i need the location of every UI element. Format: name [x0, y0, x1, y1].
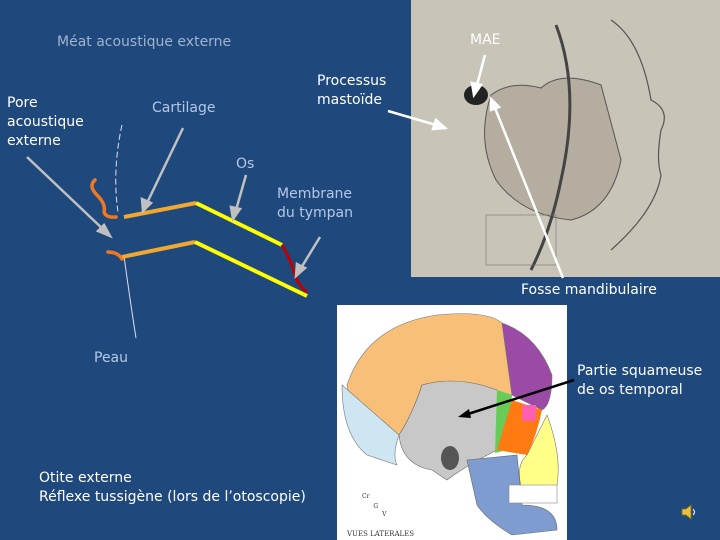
- orientation-g: G: [373, 503, 379, 510]
- mae-label: MAE: [470, 32, 501, 48]
- pore-label: Pore acoustique externe: [7, 95, 84, 149]
- tympanic-membrane: [280, 244, 308, 294]
- skull-lateral-view: Cr G V VUES LATERALES: [337, 305, 567, 540]
- membrane-arrow: [299, 236, 322, 269]
- bone-top: [195, 201, 283, 247]
- membrane-label: Membrane du tympan: [277, 186, 353, 221]
- anatomical-drawing-photo: [411, 0, 720, 277]
- skin-line-top: [115, 124, 123, 213]
- orientation-cr: Cr: [362, 493, 370, 500]
- peau-label: Peau: [94, 350, 129, 366]
- processus-label: Processus mastoïde: [317, 73, 387, 108]
- bone-bottom: [194, 240, 308, 298]
- pore-arrow: [26, 156, 107, 233]
- os-label: Os: [236, 156, 255, 172]
- fosse-label: Fosse mandibulaire: [521, 282, 657, 298]
- skull-diagram: [341, 313, 559, 536]
- slide-title: Méat acoustique externe: [57, 34, 232, 50]
- squamous-label: Partie squameuse de os temporal: [577, 363, 703, 398]
- notes-text: Otite externe Réflexe tussigène (lors de…: [39, 470, 306, 505]
- os-arrow: [234, 174, 248, 211]
- speaker-icon[interactable]: [680, 502, 700, 522]
- cartilage-label: Cartilage: [152, 100, 216, 116]
- pore-top-curve: [90, 178, 118, 219]
- ear-canal-diagram: [26, 124, 322, 339]
- cartilage-bottom: [121, 240, 196, 259]
- cartilage-top: [123, 201, 197, 219]
- pore-bottom-curve: [106, 250, 124, 261]
- skull-caption: VUES LATERALES: [347, 530, 415, 538]
- orientation-v: V: [382, 511, 387, 518]
- skin-line-bottom: [123, 255, 137, 339]
- cartilage-arrow: [145, 127, 185, 204]
- head-dissection-sketch: [464, 19, 665, 271]
